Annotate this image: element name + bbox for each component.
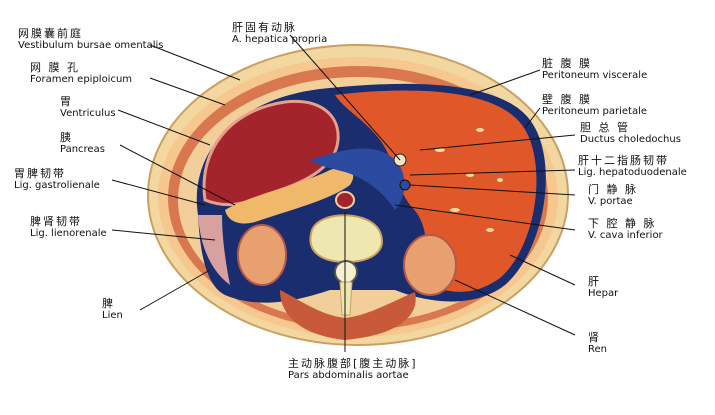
leader-lines [111,34,576,352]
label-pancreas: 胰 Pancreas [60,132,105,156]
label-parietal-zh: 壁 腹 膜 [542,93,592,106]
label-choledochus-zh: 胆 总 管 [580,121,630,134]
spinal-canal [334,260,358,284]
label-ren-la: Ren [588,344,607,355]
right-kidney [403,234,457,296]
label-foramen-zh: 网 膜 孔 [30,61,80,74]
label-aorta-zh: 主动脉腹部[腹主动脉] [288,357,418,370]
label-hepar-zh: 肝 [588,275,601,288]
label-hepatoduodenale-zh: 肝十二指肠韧带 [578,154,669,167]
label-hepar: 肝 Hepar [588,276,618,300]
label-gastrolienale-zh: 胃脾韧带 [14,167,66,180]
label-cava-la: V. cava inferior [588,230,663,241]
spleen [198,215,230,285]
label-foramen: 网 膜 孔 Foramen epiploicum [30,62,132,86]
label-lien-zh: 脾 [102,297,115,310]
liver [335,90,537,292]
label-vestibulum-zh: 网膜囊前庭 [18,27,83,40]
label-vestibulum-la: Vestibulum bursae omentalis [18,40,164,51]
label-visceral-zh: 脏 腹 膜 [542,57,592,70]
label-pancreas-zh: 胰 [60,131,73,144]
spinous-process [339,281,353,316]
label-portae: 门 静 脉 V. portae [588,184,638,208]
portal-vein-vessel [399,179,411,191]
label-lien-la: Lien [102,310,123,321]
label-hepatoduodenale-la: Lig. hepatoduodenale [578,167,687,178]
portal-vessels [310,148,405,210]
label-aorta-la: Pars abdominalis aortae [288,370,409,381]
label-portae-la: V. portae [588,196,633,207]
label-cava: 下 腔 静 脉 V. cava inferior [588,218,663,242]
label-parietal: 壁 腹 膜 Peritoneum parietale [542,94,647,118]
label-ren-zh: 肾 [588,331,601,344]
label-hepatica: 肝固有动脉 A. hepatica propria [232,22,327,46]
label-hepatoduodenale: 肝十二指肠韧带 Lig. hepatoduodenale [578,155,687,179]
label-hepatica-zh: 肝固有动脉 [232,21,297,34]
label-ren: 肾 Ren [588,332,607,356]
label-lienorenale-la: Lig. lienorenale [30,228,107,239]
label-choledochus-la: Ductus choledochus [580,134,681,145]
label-hepatica-la: A. hepatica propria [232,34,328,45]
back-muscles [280,290,416,340]
label-choledochus: 胆 总 管 Ductus choledochus [580,122,681,146]
aorta [335,191,355,209]
label-cava-zh: 下 腔 静 脉 [588,217,657,230]
label-lienorenale: 脾肾韧带 Lig. lienorenale [30,216,107,240]
label-lienorenale-zh: 脾肾韧带 [30,215,82,228]
label-ventriculus-zh: 胃 [60,95,73,108]
label-portae-zh: 门 静 脉 [588,183,638,196]
label-foramen-la: Foramen epiploicum [30,74,133,85]
label-pancreas-la: Pancreas [60,144,105,155]
left-kidney [237,224,287,286]
label-ventriculus-la: Ventriculus [60,108,116,119]
label-parietal-la: Peritoneum parietale [542,106,647,117]
label-lien: 脾 Lien [102,298,123,322]
label-visceral: 脏 腹 膜 Peritoneum viscerale [542,58,647,82]
label-ventriculus: 胃 Ventriculus [60,96,116,120]
label-vestibulum: 网膜囊前庭 Vestibulum bursae omentalis [18,28,163,52]
vertebral-body [309,214,383,264]
label-hepar-la: Hepar [588,288,619,299]
label-gastrolienale-la: Lig. gastrolienale [14,180,100,191]
pancreas [225,168,354,224]
label-aorta: 主动脉腹部[腹主动脉] Pars abdominalis aortae [288,358,418,382]
label-gastrolienale: 胃脾韧带 Lig. gastrolienale [14,168,100,192]
label-visceral-la: Peritoneum viscerale [542,70,648,81]
